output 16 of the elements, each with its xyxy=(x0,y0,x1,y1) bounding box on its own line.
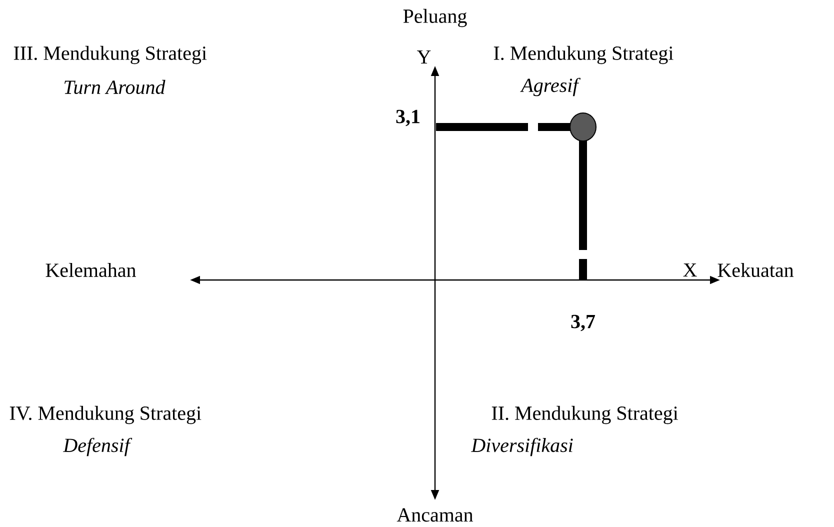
value-label: 3,7 xyxy=(571,314,596,332)
axis-label: II. Mendukung Strategi xyxy=(492,406,678,424)
strategy-label: Agresif xyxy=(520,78,581,96)
value-label: 3,1 xyxy=(396,110,420,126)
axis-label: III. Mendukung Strategi xyxy=(14,46,207,64)
axis-label: X xyxy=(683,263,697,277)
axis-label: Y xyxy=(417,50,431,64)
strategy-label: Defensif xyxy=(62,438,132,456)
axis-label: Peluang xyxy=(403,8,467,28)
axis-label: IV. Mendukung Strategi xyxy=(10,406,202,424)
strategy-label: Diversifikasi xyxy=(471,438,573,456)
axis-label: I. Mendukung Strategi xyxy=(494,46,674,64)
strategy-label: Turn Around xyxy=(64,80,166,94)
axis-label: Kekuatan xyxy=(718,262,794,278)
axis-label: Kelemahan xyxy=(46,262,136,278)
axis-label: Ancaman xyxy=(396,508,474,522)
